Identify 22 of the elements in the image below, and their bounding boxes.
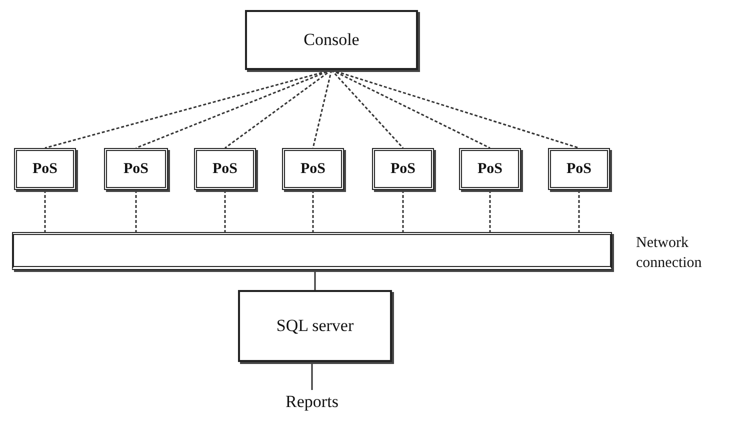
connector-line bbox=[312, 190, 314, 232]
terminal-box: PoS bbox=[194, 148, 256, 190]
terminal-box: PoS bbox=[372, 148, 434, 190]
process-box: SQL server bbox=[238, 290, 392, 362]
connector-line bbox=[44, 190, 46, 232]
connector-line bbox=[224, 190, 226, 232]
connector-line bbox=[312, 70, 332, 148]
terminal-box: PoS bbox=[282, 148, 344, 190]
bus-label: Network connection bbox=[636, 234, 703, 272]
terminal-box: PoS bbox=[104, 148, 168, 190]
terminal-box: PoS bbox=[548, 148, 610, 190]
connector-line bbox=[330, 70, 404, 148]
terminal-box: PoS bbox=[14, 148, 76, 190]
process-box: Console bbox=[245, 10, 418, 70]
connector-line bbox=[402, 190, 404, 232]
connector-line bbox=[578, 190, 580, 232]
connector-line bbox=[311, 362, 313, 390]
connector-line bbox=[135, 190, 137, 232]
network-bus-bar bbox=[12, 232, 612, 270]
connector-line bbox=[314, 270, 316, 290]
connector-line bbox=[489, 190, 491, 232]
terminal-box: PoS bbox=[459, 148, 521, 190]
